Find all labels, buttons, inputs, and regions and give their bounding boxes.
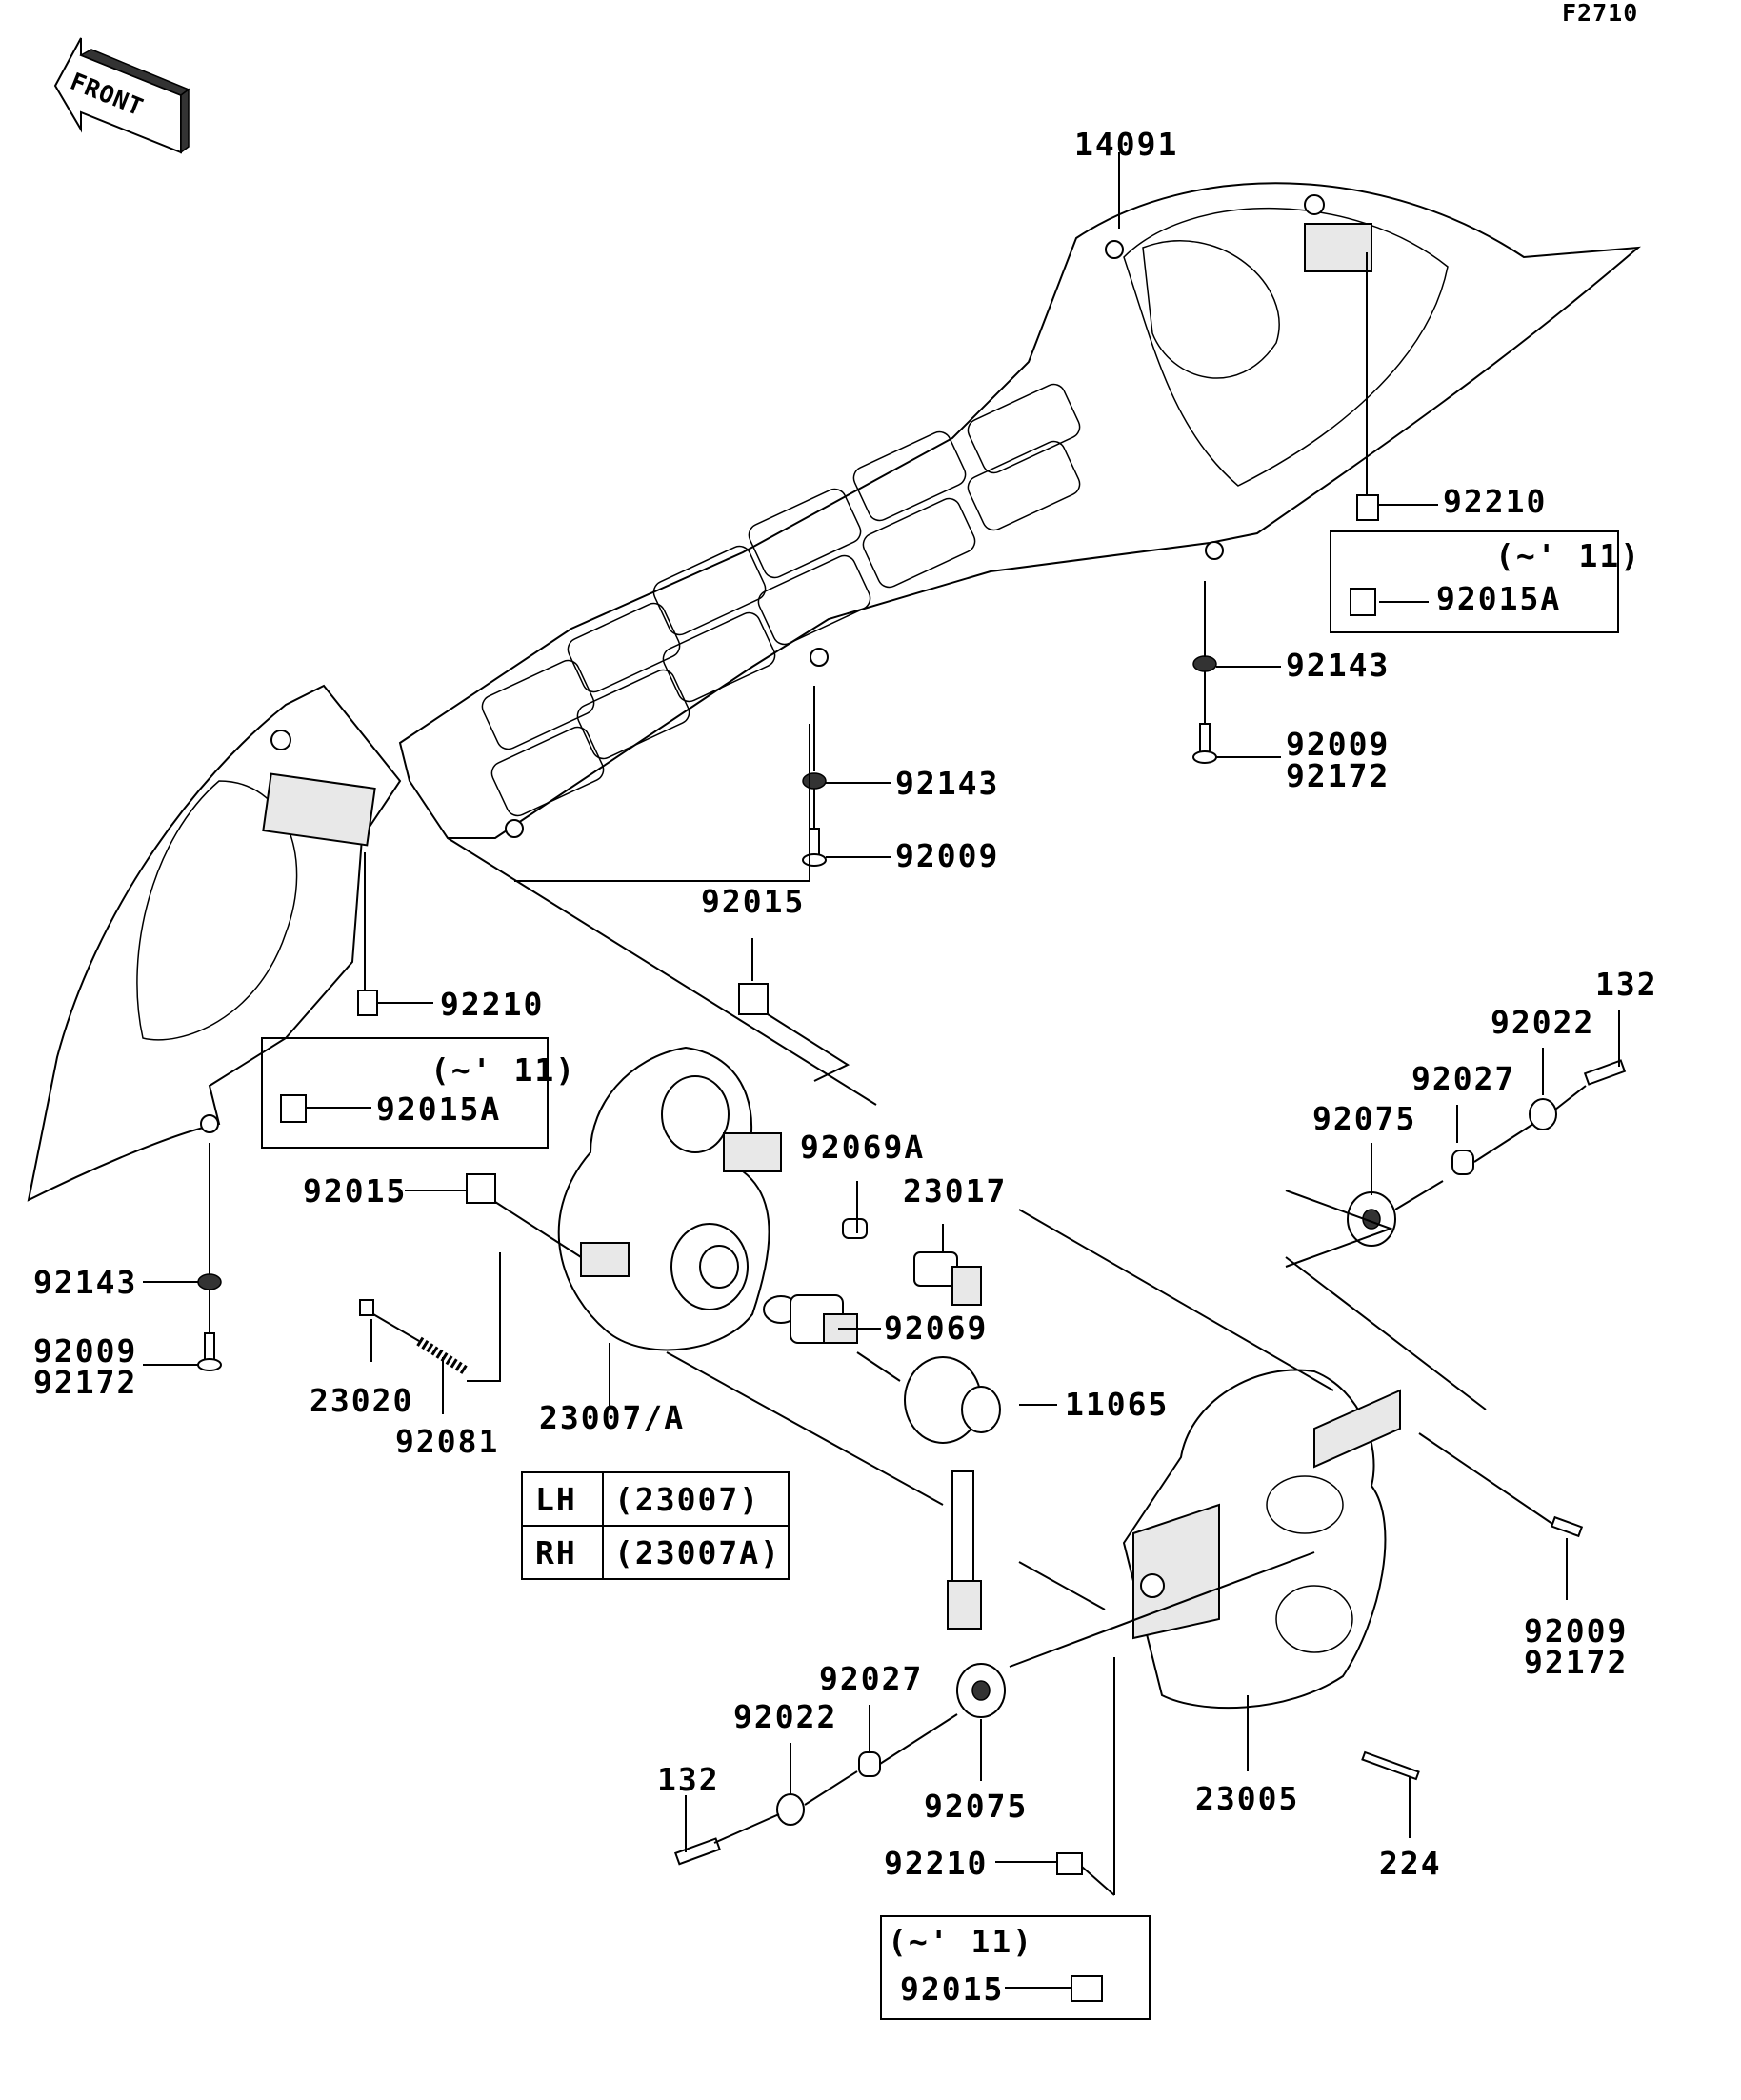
- headlight-cover-14091: [398, 182, 1641, 839]
- label-92210-left: 92210: [440, 986, 544, 1023]
- grommet-92075-bottom: [956, 1663, 1006, 1718]
- headlight-23005: [1122, 1369, 1401, 1710]
- label-23005: 23005: [1195, 1780, 1299, 1817]
- label-92009-br: 92009: [1524, 1612, 1628, 1650]
- screw-92009-left: [197, 1332, 222, 1371]
- adjuster-23020: [359, 1299, 374, 1316]
- year-note-top: (~' 11): [1495, 537, 1641, 574]
- clip-92015-mid: [466, 1173, 496, 1204]
- screw-92009-right: [1192, 723, 1217, 764]
- washer-92022-right: [1529, 1098, 1557, 1130]
- clip-92015A-left: [280, 1094, 307, 1123]
- table-row-lh-part: (23007): [614, 1481, 760, 1518]
- label-14091: 14091: [1074, 126, 1178, 163]
- label-92022-right: 92022: [1491, 1004, 1594, 1041]
- label-92210-top: 92210: [1443, 483, 1547, 520]
- label-92081: 92081: [395, 1423, 499, 1460]
- bolt-132-bottom: [673, 1837, 721, 1866]
- side-table: LH (23007) RH (23007A): [521, 1471, 790, 1580]
- socket-11065: [904, 1356, 1001, 1630]
- clip-92015-top: [738, 983, 769, 1015]
- label-23020: 23020: [310, 1382, 413, 1419]
- label-92069A: 92069A: [800, 1129, 925, 1166]
- grommet-92075-right: [1347, 1191, 1396, 1247]
- label-92069: 92069: [884, 1310, 988, 1347]
- clip-92210-top: [1356, 494, 1379, 521]
- screw-92009-br: [1550, 1515, 1584, 1538]
- label-92075-bottom: 92075: [924, 1788, 1028, 1825]
- label-92015A-top: 92015A: [1436, 580, 1561, 617]
- screw-92009-mid: [802, 828, 827, 867]
- callout-box-bottom: (~' 11): [880, 1915, 1151, 2020]
- label-92210-bottom: 92210: [884, 1845, 988, 1882]
- collar-92027-bottom: [858, 1751, 881, 1777]
- clip-92015-bottom: [1071, 1975, 1103, 2002]
- label-92015-mid: 92015: [303, 1172, 407, 1210]
- label-92009-mid: 92009: [895, 837, 999, 874]
- bolt-224: [1361, 1750, 1420, 1781]
- label-92143-left: 92143: [33, 1264, 137, 1301]
- label-92172-left: 92172: [33, 1364, 137, 1401]
- clip-92015A-top: [1350, 588, 1376, 616]
- label-92009-right: 92009: [1286, 726, 1390, 763]
- callout-box-top-right: (~' 11): [1330, 530, 1641, 633]
- leader-lines: [143, 152, 1620, 1989]
- socket-23017b: [790, 1294, 858, 1344]
- bolt-132-right: [1583, 1059, 1627, 1086]
- headlight-23007: [557, 1046, 782, 1351]
- collar-92027-right: [1451, 1150, 1474, 1175]
- year-note-left: (~' 11): [430, 1051, 576, 1089]
- spring-92081: [416, 1336, 470, 1376]
- label-92015A-left: 92015A: [376, 1090, 501, 1128]
- label-92143-mid: 92143: [895, 765, 999, 802]
- part-labels: 14091 92210 92015A 92143 92009 92172 921…: [33, 126, 1658, 2008]
- bulb-socket-23017: [913, 1251, 982, 1306]
- label-224: 224: [1379, 1845, 1442, 1882]
- callout-box-left: (~' 11): [261, 1037, 576, 1149]
- label-132-bottom: 132: [657, 1761, 720, 1798]
- label-23007A: 23007/A: [539, 1399, 685, 1436]
- bulb-92069A: [842, 1218, 868, 1239]
- label-92172-right: 92172: [1286, 757, 1390, 794]
- table-row-lh-side: LH: [535, 1481, 577, 1518]
- left-cover-piece: [27, 684, 402, 1202]
- washer-92022-bottom: [776, 1793, 805, 1826]
- label-92015-bottom: 92015: [900, 1970, 1004, 2008]
- washer-92143-left: [197, 1273, 222, 1290]
- label-92022-bottom: 92022: [733, 1698, 837, 1735]
- label-132-right: 132: [1595, 966, 1658, 1003]
- label-92027-right: 92027: [1411, 1060, 1515, 1097]
- label-92172-br: 92172: [1524, 1644, 1628, 1681]
- table-row-rh-side: RH: [535, 1534, 577, 1571]
- label-11065: 11065: [1065, 1386, 1169, 1423]
- label-92075-right: 92075: [1312, 1100, 1416, 1137]
- clip-92210-bottom: [1056, 1852, 1083, 1875]
- label-92009-left: 92009: [33, 1332, 137, 1370]
- figure-code: F2710: [1562, 0, 1638, 27]
- label-92015-top: 92015: [701, 883, 805, 920]
- washer-92143-right: [1192, 655, 1217, 672]
- washer-92143-mid: [802, 772, 827, 790]
- label-92143-right: 92143: [1286, 647, 1390, 684]
- front-arrow-icon: FRONT: [53, 37, 190, 154]
- table-row-rh-part: (23007A): [614, 1534, 781, 1571]
- year-note-bottom: (~' 11): [888, 1923, 1033, 1960]
- clip-92210-left: [357, 990, 378, 1016]
- label-23017: 23017: [903, 1172, 1007, 1210]
- label-92027-bottom: 92027: [819, 1660, 923, 1697]
